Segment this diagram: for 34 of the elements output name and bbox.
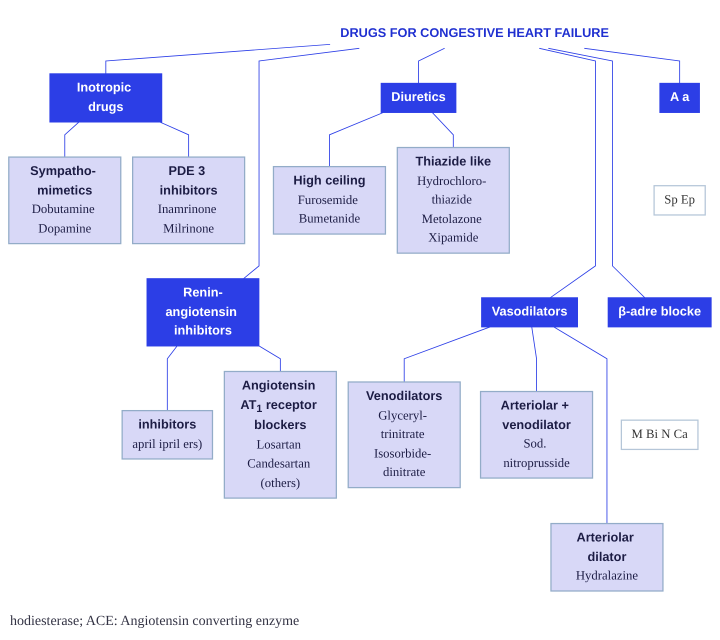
- drug-list-box: Sp Ep: [653, 185, 706, 216]
- footnote-text: hodiesterase; ACE: Angiotensin converting enzyme: [10, 614, 300, 630]
- connector-line: [418, 48, 446, 84]
- drug-class-box: Venodilators Glyceryl- trinitrate Isosorbide- dinitrate: [348, 381, 461, 488]
- category-box: β-adre blocke: [608, 297, 712, 328]
- category-box: A a: [659, 82, 700, 113]
- connector-line: [548, 48, 646, 298]
- connector-line: [329, 112, 384, 168]
- connector-line: [243, 48, 360, 280]
- drug-class-box: PDE 3 inhibitors Inamrinone Milrinone: [132, 156, 246, 244]
- connector-line: [160, 122, 190, 158]
- connector-line: [64, 122, 80, 158]
- connector-line: [531, 326, 537, 392]
- drug-class-box: Sympatho- mimetics Dobutamine Dopamine: [8, 156, 122, 244]
- drug-list-box: M Bi N Ca: [620, 420, 699, 450]
- drug-class-box: Angiotensin AT$_{1}$ receptor blockers Losartan Candesartan (others): [224, 370, 337, 499]
- connector-line: [432, 112, 454, 148]
- connector-line: [258, 346, 281, 372]
- category-box: Diuretics: [380, 82, 456, 113]
- connector-line: [105, 44, 331, 74]
- category-box: Inotropic drugs: [49, 73, 162, 122]
- drug-class-box: Thiazide like Hydrochloro- thiazide Metolazone Xipamide: [396, 146, 510, 254]
- heading-text: DRUGS FOR CONGESTIVE HEART FAILURE: [340, 26, 609, 40]
- category-box: Vasodilators: [481, 297, 578, 328]
- connector-line: [538, 48, 596, 298]
- drug-class-box: Arteriolar + venodilator Sod. nitroprusside: [480, 390, 594, 479]
- drug-class-box: Arteriolar dilator Hydralazine: [550, 522, 664, 592]
- drug-class-box: High ceiling Furosemide Bumetanide: [272, 166, 386, 235]
- connector-line: [166, 346, 178, 412]
- connector-line: [554, 326, 608, 524]
- connector-line: [404, 326, 490, 382]
- connector-line: [584, 48, 680, 84]
- category-box: Renin-angiotensin inhibitors: [146, 278, 260, 346]
- drug-class-box: inhibitors april ipril ers): [122, 410, 214, 460]
